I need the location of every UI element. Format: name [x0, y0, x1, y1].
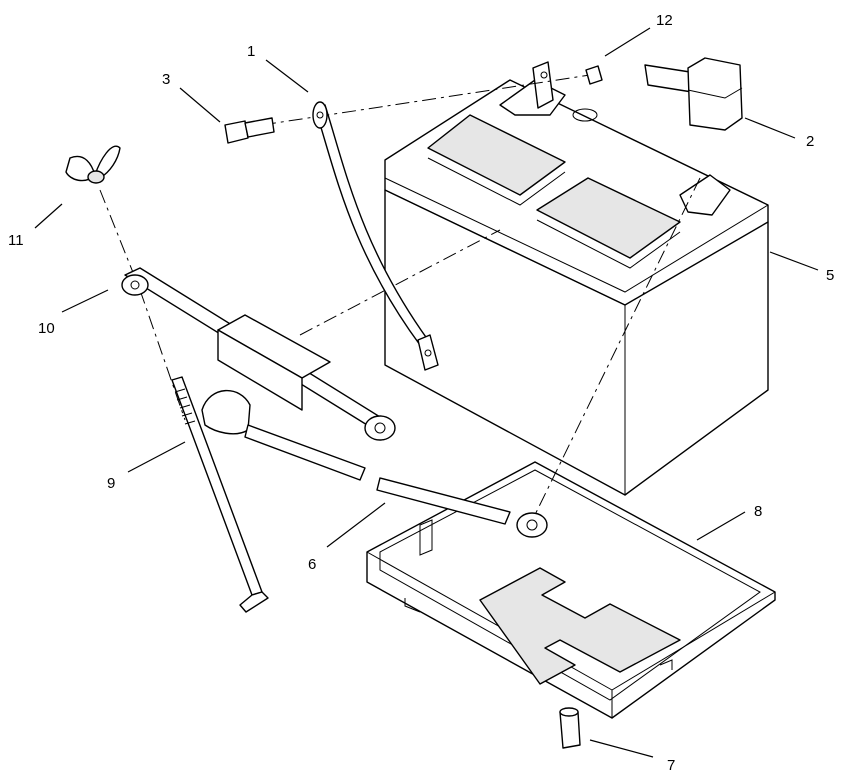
nut [585, 65, 603, 85]
battery [384, 61, 769, 496]
callout-9: 9 [107, 475, 115, 492]
callout-6: 6 [308, 556, 316, 573]
leader-6 [326, 502, 386, 548]
leader-10 [61, 289, 109, 313]
callout-2: 2 [806, 133, 814, 150]
leader-7 [589, 739, 654, 758]
battery-tray [366, 461, 776, 719]
hold-down-rod [121, 267, 396, 441]
spacer [559, 707, 581, 749]
callout-labels: 1 2 3 5 6 7 8 9 10 11 12 [8, 12, 834, 774]
leader-2 [744, 117, 796, 139]
callout-11: 11 [8, 232, 24, 249]
positive-cable [201, 389, 548, 538]
callout-3: 3 [162, 71, 170, 88]
leader-lines [34, 27, 819, 758]
callout-7: 7 [667, 757, 675, 774]
leader-8 [696, 511, 746, 541]
leader-11 [34, 203, 63, 229]
callout-8: 8 [754, 503, 762, 520]
leader-5 [769, 251, 819, 271]
j-bolt [171, 376, 269, 613]
leader-1 [265, 59, 309, 93]
leader-3 [179, 87, 221, 123]
bolt [224, 117, 275, 144]
callout-5: 5 [826, 267, 834, 284]
wing-nut [65, 145, 121, 184]
leader-12 [604, 27, 651, 57]
callout-10: 10 [38, 320, 55, 337]
callout-12: 12 [656, 12, 673, 29]
negative-cable [312, 101, 439, 371]
callout-1: 1 [247, 43, 255, 60]
terminal-boot [644, 57, 743, 131]
leader-9 [127, 441, 186, 473]
